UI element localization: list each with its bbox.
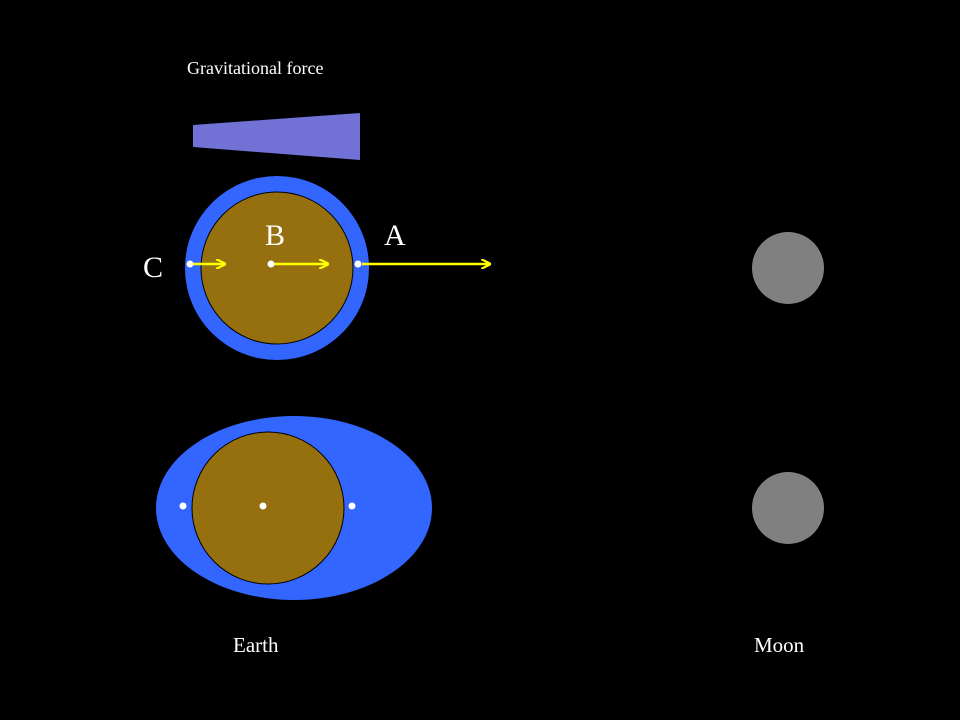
top-earth-core	[200, 191, 354, 345]
earth-label: Earth	[233, 633, 279, 657]
moon-label: Moon	[754, 633, 805, 657]
force-title: Gravitational force	[187, 58, 323, 78]
point-b-dot	[267, 260, 275, 268]
bottom-moon	[752, 472, 824, 544]
point-b-label: B	[265, 219, 285, 252]
point-c-label: C	[143, 251, 163, 284]
bottom-point-c-dot	[179, 502, 187, 510]
point-a-dot	[354, 260, 362, 268]
bottom-point-b-dot	[259, 502, 267, 510]
top-moon	[752, 232, 824, 304]
force-gradient-wedge	[193, 113, 360, 160]
point-c-dot	[186, 260, 194, 268]
bottom-point-a-dot	[348, 502, 356, 510]
bottom-earth-core	[191, 431, 345, 585]
point-a-label: A	[384, 219, 406, 252]
